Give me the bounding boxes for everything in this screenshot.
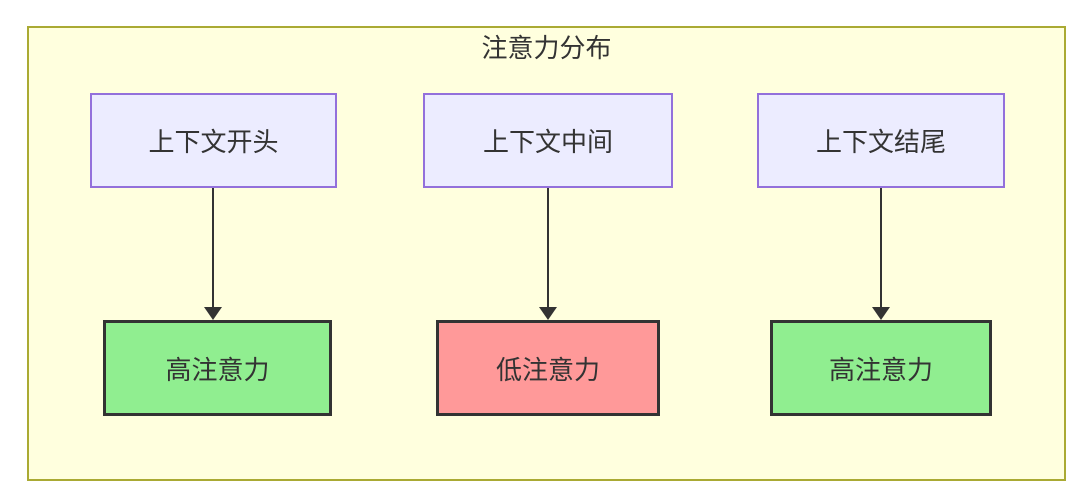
arrowhead-down-icon (204, 307, 222, 320)
node-context-start-label: 上下文开头 (148, 127, 279, 157)
node-high-attention-right: 高注意力 (770, 320, 992, 416)
arrow-context-end-to-high-attention (871, 188, 891, 320)
node-context-start: 上下文开头 (90, 93, 337, 188)
arrow-context-middle-to-low-attention (538, 188, 558, 320)
node-context-middle: 上下文中间 (423, 93, 673, 188)
node-context-end: 上下文结尾 (757, 93, 1005, 188)
arrowhead-down-icon (539, 307, 557, 320)
node-context-middle-label: 上下文中间 (482, 127, 613, 157)
arrow-context-start-to-high-attention (203, 188, 223, 320)
arrow-shaft (212, 188, 214, 308)
arrowhead-down-icon (872, 307, 890, 320)
arrow-shaft (547, 188, 549, 308)
node-low-attention-middle: 低注意力 (436, 320, 660, 416)
node-high-attention-left: 高注意力 (103, 320, 332, 416)
node-high-attention-left-label: 高注意力 (165, 354, 270, 385)
diagram-title: 注意力分布 (481, 33, 612, 63)
arrow-shaft (880, 188, 882, 308)
node-high-attention-right-label: 高注意力 (828, 354, 933, 385)
node-low-attention-middle-label: 低注意力 (495, 354, 600, 385)
node-context-end-label: 上下文结尾 (815, 127, 946, 157)
